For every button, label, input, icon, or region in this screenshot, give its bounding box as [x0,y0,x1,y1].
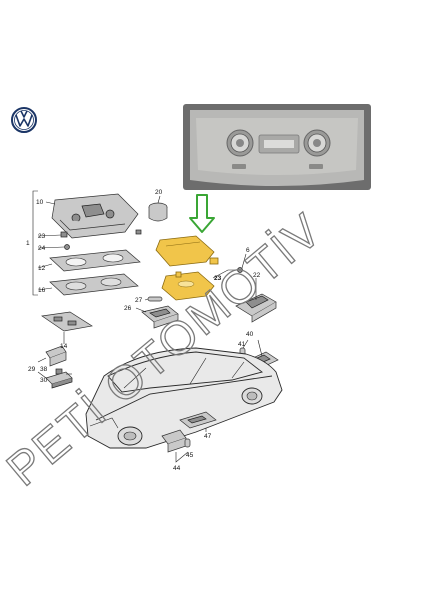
sedan-car-outline [85,347,283,449]
festoon-bulb-part [147,296,163,302]
console-housing-part [51,193,139,239]
callout-20: 20 [155,189,163,196]
callout-27: 27 [135,297,143,304]
puddle-light-part [179,411,217,429]
callout-44: 44 [173,465,181,472]
callout-47: 47 [204,433,212,440]
callout-23a: 23 [38,233,46,240]
lens-plate-part [49,249,141,272]
callout-38: 38 [40,366,48,373]
right-reading-lamp [303,129,331,157]
callout-22: 22 [253,272,261,279]
left-reading-lamp [226,129,254,157]
callout-29: 29 [28,366,36,373]
callout-45: 45 [186,452,194,459]
screw-part [60,229,142,250]
callout-6: 6 [246,247,250,254]
switch-panel-part [41,311,93,332]
highlighted-lamp-unit-part [155,235,219,267]
callout-40: 40 [246,331,254,338]
volkswagen-logo-icon [11,107,37,133]
trim-cover-part [49,273,139,296]
leader-lines [37,195,263,463]
callout-12: 12 [38,265,46,272]
map-light-part [141,305,179,329]
callout-26: 26 [124,305,132,312]
down-arrow-icon [189,194,215,233]
callout-16: 16 [38,287,46,294]
callout-41: 41 [238,341,246,348]
callout-labels: 1 10 23 24 12 16 14 20 23 6 22 27 26 40 … [26,189,261,472]
callout-30: 30 [40,377,48,384]
highlighted-lens-part [161,271,215,301]
round-lamp-part [148,202,168,222]
overhead-console-photo [183,104,371,190]
callout-23b: 23 [214,275,222,282]
glovebox-light-part [45,345,67,367]
reading-light-part [235,293,277,323]
callout-10: 10 [36,199,44,206]
socket-bulb-part [184,438,191,448]
callout-24: 24 [38,245,46,252]
callout-14: 14 [60,343,68,350]
footwell-light-part [45,368,73,389]
callout-1: 1 [26,240,30,247]
